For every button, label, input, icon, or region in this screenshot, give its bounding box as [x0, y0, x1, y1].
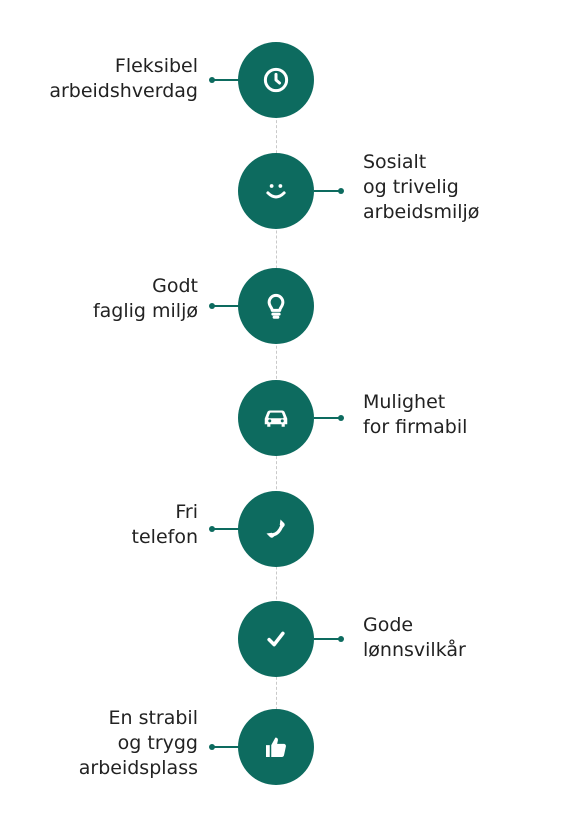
timeline-item-salary: Gode lønnsvilkår: [0, 601, 564, 681]
icon-circle: [238, 491, 314, 567]
timeline-item-flexible: Fleksibel arbeidshverdag: [0, 42, 564, 122]
connector-dot: [338, 188, 344, 194]
timeline-label: Mulighet for firmabil: [363, 391, 468, 438]
icon-circle: [238, 709, 314, 785]
timeline-label: En strabil og trygg arbeidsplass: [78, 707, 198, 779]
thumbs-up-icon: [266, 737, 286, 757]
connector-line: [314, 190, 341, 192]
connector-line: [314, 638, 341, 640]
timeline-item-secure-workplace: En strabil og trygg arbeidsplass: [0, 707, 564, 789]
checkmark-icon: [267, 631, 285, 647]
timeline-item-social: Sosialt og trivelig arbeidsmiljø: [0, 151, 564, 233]
icon-circle: [238, 601, 314, 677]
connector-line: [211, 305, 239, 307]
connector-dot: [338, 636, 344, 642]
timeline-item-company-car: Mulighet for firmabil: [0, 380, 564, 460]
timeline-label: Fri telefon: [131, 501, 198, 548]
lightbulb-icon: [267, 293, 285, 319]
timeline-label: Godt faglig miljø: [92, 275, 198, 322]
connector-line: [314, 417, 341, 419]
phone-icon: [266, 519, 285, 538]
connector-dot: [338, 415, 344, 421]
icon-circle: [238, 268, 314, 344]
timeline-item-professional: Godt faglig miljø: [0, 268, 564, 348]
icon-circle: [238, 380, 314, 456]
timeline-label: Gode lønnsvilkår: [363, 614, 466, 661]
smiley-icon: [266, 184, 286, 199]
clock-icon: [263, 67, 289, 93]
timeline-item-phone: Fri telefon: [0, 491, 564, 571]
icon-circle: [238, 153, 314, 229]
connector-line: [211, 528, 239, 530]
connector-line: [211, 79, 239, 81]
icon-circle: [238, 42, 314, 118]
timeline-label: Sosialt og trivelig arbeidsmiljø: [363, 151, 480, 223]
timeline-label: Fleksibel arbeidshverdag: [49, 55, 198, 102]
car-icon: [264, 410, 288, 427]
connector-line: [211, 746, 239, 748]
